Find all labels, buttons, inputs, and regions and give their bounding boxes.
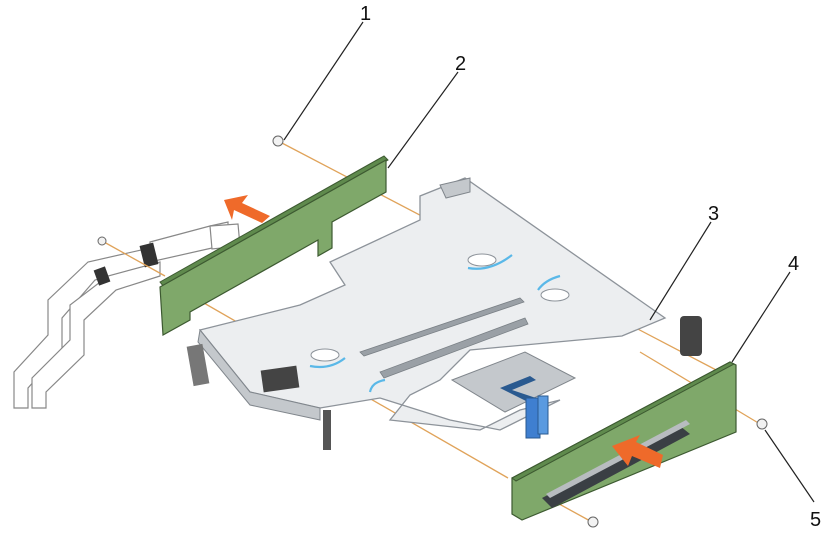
- screw-right-icon: [756, 418, 768, 430]
- callout-3: 3: [708, 203, 719, 225]
- screw-top-icon: [272, 135, 284, 147]
- callout-2: 2: [455, 53, 466, 75]
- removal-arrow-left: [224, 195, 270, 223]
- riser-card-right: [511, 361, 737, 521]
- screws: [97, 135, 768, 528]
- riser-cage: [186, 177, 702, 450]
- callout-4: 4: [788, 253, 799, 275]
- callout-5: 5: [810, 509, 821, 531]
- leader-lines: [283, 21, 815, 503]
- screw-bottom-icon: [587, 516, 599, 528]
- removal-arrow-right: [612, 435, 663, 468]
- riser-card-left: [159, 155, 389, 336]
- callout-1: 1: [360, 3, 371, 25]
- screw-left-icon: [97, 236, 107, 246]
